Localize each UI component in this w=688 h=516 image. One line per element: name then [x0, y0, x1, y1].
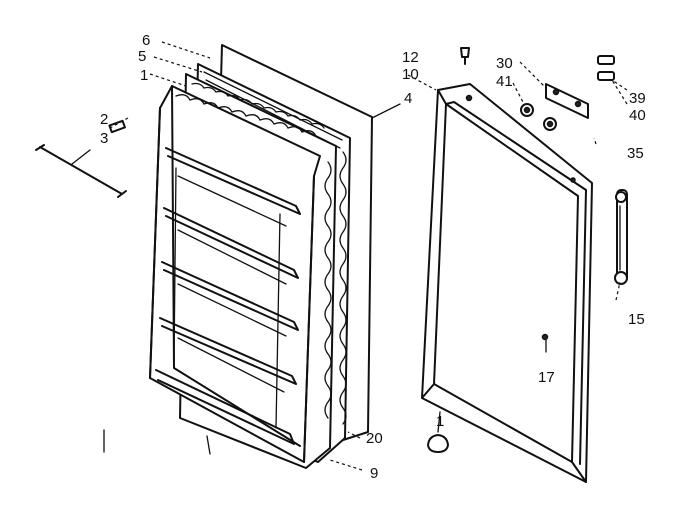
- callout-12: 12: [402, 49, 419, 66]
- hinge-parts: [427, 47, 615, 453]
- callout-17: 17: [538, 369, 555, 386]
- callout-30: 30: [496, 55, 513, 72]
- leader-lines: [71, 41, 628, 471]
- callout-3: 3: [100, 130, 108, 147]
- callout-5: 5: [138, 48, 146, 65]
- callout-1-liner: 1: [140, 67, 148, 84]
- callout-20: 20: [366, 430, 383, 447]
- door-handle: [614, 189, 628, 285]
- callout-40: 40: [629, 107, 646, 124]
- callout-39: 39: [629, 90, 646, 107]
- callout-1-foot: 1: [436, 413, 444, 430]
- callout-35: 35: [627, 145, 644, 162]
- callout-41: 41: [496, 73, 513, 90]
- scan-marks: [103, 429, 211, 455]
- callout-4: 4: [404, 90, 412, 107]
- callout-2: 2: [100, 111, 108, 128]
- callout-9: 9: [370, 465, 378, 482]
- callout-labels: 6 5 1 2 3 12 10 4 30 41 39 40 35 15 17 1…: [100, 32, 646, 482]
- callout-15: 15: [628, 311, 645, 328]
- shelf-rod-and-screw: [35, 119, 127, 198]
- callout-6: 6: [142, 32, 150, 49]
- callout-10: 10: [402, 66, 419, 83]
- door-inner-liner: [149, 85, 321, 463]
- outer-door-frame: [421, 83, 593, 483]
